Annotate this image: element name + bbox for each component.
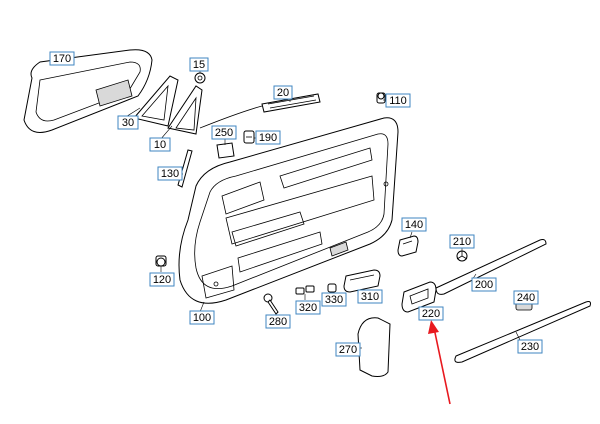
callout-30: 30 bbox=[117, 115, 139, 130]
part-280-bolt bbox=[263, 293, 279, 315]
callout-200: 200 bbox=[471, 277, 497, 292]
part-110-clip bbox=[376, 92, 386, 104]
callout-330: 330 bbox=[321, 292, 347, 307]
callout-120: 120 bbox=[149, 272, 175, 287]
part-230-lower-trim bbox=[454, 301, 591, 363]
callout-label: 20 bbox=[277, 87, 289, 99]
part-210-emblem bbox=[456, 250, 468, 262]
callout-10: 10 bbox=[149, 137, 171, 152]
callout-label: 120 bbox=[153, 274, 171, 286]
callout-label: 30 bbox=[122, 117, 134, 129]
callout-label: 330 bbox=[325, 294, 343, 306]
callout-label: 210 bbox=[453, 236, 471, 248]
callout-box bbox=[335, 342, 361, 357]
part-20-window-seal bbox=[199, 93, 321, 129]
part-310-lamp bbox=[343, 269, 381, 293]
callout-140: 140 bbox=[401, 217, 427, 232]
callout-210: 210 bbox=[449, 234, 475, 249]
callout-label: 130 bbox=[161, 168, 179, 180]
callout-label: 220 bbox=[422, 308, 440, 320]
part-10-tweeter-cover bbox=[167, 85, 203, 135]
callout-310: 310 bbox=[357, 289, 383, 304]
callout-box bbox=[189, 57, 209, 72]
callout-100: 100 bbox=[189, 310, 215, 325]
highlight-arrow bbox=[428, 320, 451, 405]
callout-box bbox=[149, 137, 171, 152]
callout-label: 320 bbox=[299, 302, 317, 314]
callout-label: 250 bbox=[215, 127, 233, 139]
part-100-door-panel bbox=[178, 117, 399, 304]
callout-box bbox=[295, 300, 321, 315]
callout-240: 240 bbox=[513, 290, 539, 305]
callout-box bbox=[265, 314, 291, 329]
callout-label: 10 bbox=[154, 139, 166, 151]
part-220-handle-bezel bbox=[401, 281, 437, 313]
callout-270: 270 bbox=[335, 342, 361, 357]
callout-label: 170 bbox=[53, 53, 71, 65]
callout-190: 190 bbox=[255, 130, 281, 145]
part-200-trim-strip bbox=[435, 239, 547, 295]
callout-box bbox=[418, 306, 444, 321]
callout-box bbox=[401, 217, 427, 232]
callout-label: 110 bbox=[389, 95, 407, 107]
part-330-clip bbox=[327, 283, 337, 293]
callout-box bbox=[321, 292, 347, 307]
callout-15: 15 bbox=[189, 57, 209, 72]
callout-box bbox=[513, 290, 539, 305]
part-250-bracket bbox=[216, 142, 235, 159]
callout-280: 280 bbox=[265, 314, 291, 329]
part-170-handle-trim bbox=[23, 49, 153, 133]
callout-320: 320 bbox=[295, 300, 321, 315]
callout-label: 15 bbox=[193, 59, 205, 71]
callout-230: 230 bbox=[517, 339, 543, 354]
part-320-screws bbox=[295, 285, 315, 295]
part-30-mirror-cover bbox=[133, 75, 179, 127]
callout-label: 280 bbox=[269, 316, 287, 328]
part-15-grommet bbox=[194, 72, 206, 84]
callout-130: 130 bbox=[157, 166, 183, 181]
part-120-clip bbox=[155, 255, 167, 267]
callout-labels: 170 15 20 110 30 10 250 190 130 140 210 120 200 240 33… bbox=[49, 51, 543, 357]
callout-box bbox=[273, 85, 293, 100]
callout-label: 230 bbox=[521, 341, 539, 353]
callout-box bbox=[255, 130, 281, 145]
callout-220: 220 bbox=[418, 306, 444, 321]
callout-box bbox=[149, 272, 175, 287]
callout-box bbox=[449, 234, 475, 249]
callout-250: 250 bbox=[211, 125, 237, 140]
callout-box bbox=[49, 51, 75, 66]
callout-box bbox=[211, 125, 237, 140]
part-270-speaker-cover bbox=[357, 317, 391, 377]
callout-label: 190 bbox=[259, 132, 277, 144]
callout-label: 200 bbox=[475, 279, 493, 291]
callout-label: 140 bbox=[405, 219, 423, 231]
callout-box bbox=[517, 339, 543, 354]
callout-label: 240 bbox=[517, 292, 535, 304]
callout-20: 20 bbox=[273, 85, 293, 100]
callout-label: 100 bbox=[193, 312, 211, 324]
callout-110: 110 bbox=[385, 93, 411, 108]
callout-box bbox=[357, 289, 383, 304]
callout-label: 270 bbox=[339, 344, 357, 356]
callout-box bbox=[117, 115, 139, 130]
callout-label: 310 bbox=[361, 291, 379, 303]
part-190-screw bbox=[243, 130, 255, 144]
callout-box bbox=[157, 166, 183, 181]
callout-box bbox=[385, 93, 411, 108]
callout-170: 170 bbox=[49, 51, 75, 66]
callout-box bbox=[471, 277, 497, 292]
part-140-switch-cover bbox=[397, 235, 419, 257]
callout-box bbox=[189, 310, 215, 325]
